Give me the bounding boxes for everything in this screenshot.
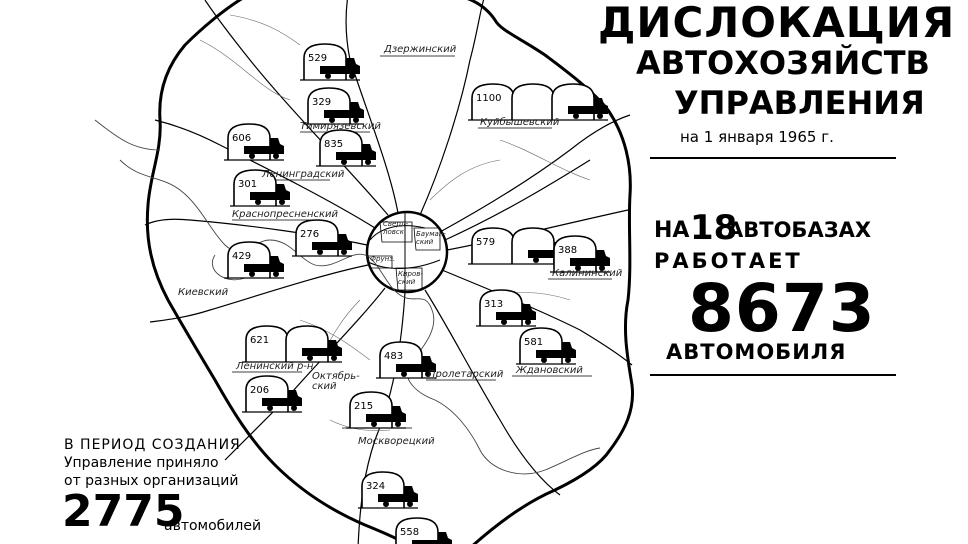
truck-icon: [396, 356, 436, 372]
center-label-sverdlovsky: Сверд- ловск.: [383, 220, 409, 236]
truck-icon: [496, 304, 536, 320]
depot-581: 581: [516, 327, 576, 365]
stats-bases-count: 18: [690, 208, 738, 248]
truck-icon: [302, 340, 342, 356]
depot-558: 558: [395, 517, 452, 544]
truck-icon: [324, 102, 364, 118]
shed-icon: [511, 83, 555, 120]
depot-276: 276: [292, 219, 352, 257]
center-label-kirovsky: Киров- ский: [398, 270, 423, 286]
stats-bases-word: АВТОБАЗАХ: [727, 218, 872, 242]
shed-icon: [395, 517, 439, 544]
shed-icon: [511, 227, 555, 264]
district-label-timiryazevsky: Тимирязевский: [300, 121, 381, 132]
truck-icon: [250, 184, 290, 200]
divider-bottom: [650, 374, 896, 376]
center-ring: [365, 210, 449, 294]
truck-icon: [320, 58, 360, 74]
truck-icon: [262, 390, 302, 406]
depot-count: 483: [384, 351, 403, 362]
depots-layer: 529 329 606 835 1100 301 276 429 579 388 313 621 581…: [224, 43, 610, 544]
center-label-frunzensky: Фрунз.: [370, 255, 396, 263]
district-label-kalininsky: Калининский: [552, 268, 623, 279]
stats-works: РАБОТАЕТ: [654, 249, 803, 273]
truck-icon: [570, 250, 610, 266]
depot-count: 835: [324, 139, 343, 150]
depot-606: 606: [224, 123, 284, 161]
center-label-baumansky: Бауман- ский: [416, 230, 446, 246]
depot-count: 606: [232, 133, 251, 144]
depot-429: 429: [224, 241, 284, 279]
depot-1100: 1100: [468, 83, 608, 121]
stats-prefix: НА: [654, 218, 690, 243]
shed-icon: [285, 325, 329, 362]
depot-count: 1100: [476, 93, 501, 104]
depot-count: 581: [524, 337, 543, 348]
truck-icon: [412, 532, 452, 544]
depot-313: 313: [476, 289, 536, 327]
depot-529: 529: [300, 43, 360, 81]
depot-count: 429: [232, 251, 251, 262]
depot-301: 301: [230, 169, 290, 207]
depot-count: 558: [400, 527, 419, 538]
district-label-zhdanovsky: Ждановский: [516, 365, 583, 376]
truck-icon: [244, 138, 284, 154]
depot-count: 215: [354, 401, 373, 412]
city-boundary: [145, 0, 635, 544]
depot-count: 301: [238, 179, 257, 190]
district-label-kuibyshevsky: Куйбышевский: [480, 117, 560, 128]
title-line3: УПРАВЛЕНИЯ: [674, 84, 925, 122]
depot-483: 483: [376, 341, 436, 379]
district-label-leninsky: Ленинский р-н: [236, 361, 314, 372]
title-line1: ДИСЛОКАЦИЯ: [598, 0, 956, 47]
truck-icon: [378, 486, 418, 502]
stats-total-cars: 8673: [688, 270, 876, 347]
truck-icon: [536, 342, 576, 358]
note-unit: автомобилей: [164, 518, 262, 534]
district-label-leningradsky: Ленинградский: [262, 169, 345, 180]
district-label-kievsky: Киевский: [178, 287, 229, 298]
depot-count: 579: [476, 237, 495, 248]
title-date: на 1 января 1965 г.: [680, 128, 834, 146]
depot-count: 324: [366, 481, 385, 492]
note-line1: В ПЕРИОД СОЗДАНИЯ: [64, 437, 241, 453]
depot-count: 529: [308, 53, 327, 64]
depot-count: 313: [484, 299, 503, 310]
title-line2: АВТОХОЗЯЙСТВ: [636, 44, 930, 82]
depot-215: 215: [346, 391, 406, 429]
depot-count: 276: [300, 229, 319, 240]
note-number: 2775: [62, 486, 185, 537]
district-label-oktyabrsky: Октябрь- ский: [312, 371, 360, 392]
truck-icon: [366, 406, 406, 422]
district-label-proletarsky: Пролетарский: [428, 369, 504, 380]
river: [94, 119, 601, 475]
note-line2: Управление приняло: [64, 455, 219, 471]
depot-329: 329: [304, 87, 364, 125]
district-label-moskvoretsky: Москворецкий: [358, 436, 435, 447]
depot-324: 324: [358, 471, 418, 509]
truck-icon: [568, 98, 608, 114]
shed-icon: [551, 83, 595, 120]
depot-579: 579: [468, 227, 568, 265]
truck-icon: [312, 234, 352, 250]
depot-count: 206: [250, 385, 269, 396]
note-line3: от разных организаций: [64, 473, 239, 489]
depot-835: 835: [316, 129, 376, 167]
truck-icon: [336, 144, 376, 160]
depot-206: 206: [242, 375, 302, 413]
stats-cars-word: АВТОМОБИЛЯ: [666, 340, 847, 364]
depot-count: 388: [558, 245, 577, 256]
truck-icon: [244, 256, 284, 272]
divider-top: [650, 157, 896, 159]
depot-388: 388: [550, 235, 610, 273]
depot-count: 329: [312, 97, 331, 108]
depot-count: 621: [250, 335, 269, 346]
district-label-krasnopresnensky: Краснопресненский: [232, 209, 339, 220]
district-label-dzerzhinsky: Дзержинский: [384, 44, 457, 55]
depot-621: 621: [242, 325, 342, 363]
